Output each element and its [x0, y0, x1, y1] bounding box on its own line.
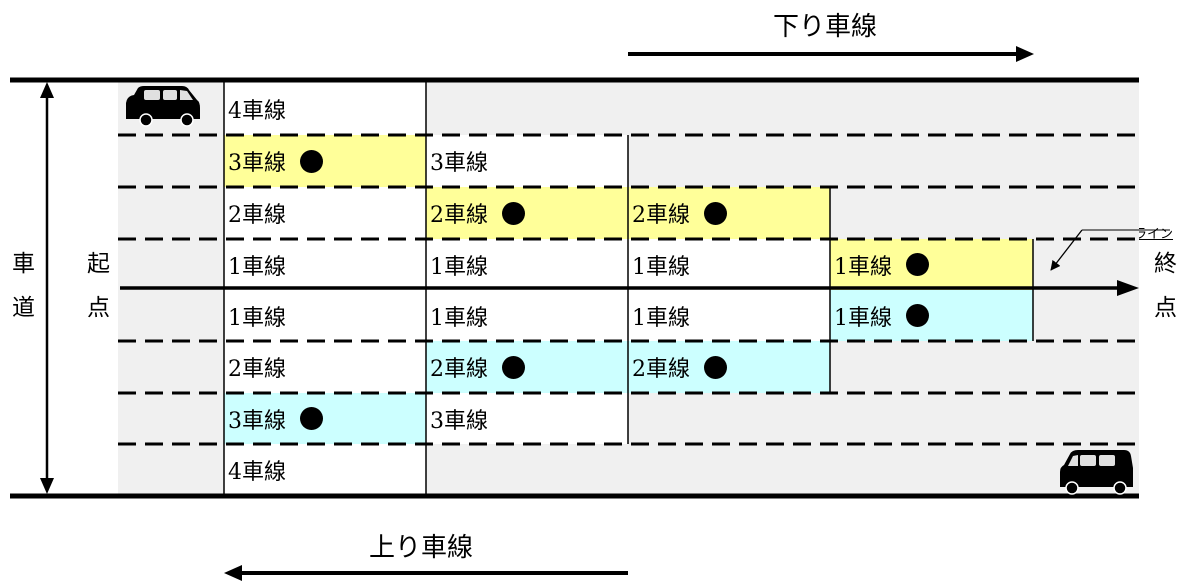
lane-cell-label: 3車線 — [430, 408, 488, 434]
lane-cell-label: 1車線 — [430, 254, 488, 280]
lane-cell-bg — [224, 187, 426, 239]
lane-cell: 1車線 — [628, 290, 830, 341]
lane-cell-label: 2車線 — [228, 357, 286, 382]
lane-cell: 1車線 — [628, 239, 830, 290]
lane-cell-label: 1車線 — [228, 305, 286, 331]
up-direction-arrowhead — [224, 565, 242, 581]
lane-cell-label: 1車線 — [834, 254, 892, 280]
lane-cell: 2車線 — [426, 341, 628, 393]
lane-cell-bg — [628, 187, 830, 239]
lane-cell-bg — [628, 341, 830, 393]
lane-cell: 2車線 — [628, 187, 830, 239]
lane-cell-label: 3車線 — [228, 408, 286, 434]
lane-cell-bg — [426, 393, 628, 444]
marker-dot-icon — [502, 355, 525, 379]
lane-cell-label: 3車線 — [228, 151, 286, 176]
lane-lines — [118, 82, 1139, 496]
lane-cell: 3車線 — [224, 135, 426, 187]
lane-cell-bg — [224, 135, 426, 187]
end-label-1: 終 — [1154, 251, 1177, 277]
lane-cell-bg — [426, 290, 628, 341]
lane-cell-label: 2車線 — [430, 203, 488, 228]
lane-cell-bg — [224, 239, 426, 290]
lane-cell-label: 2車線 — [430, 357, 488, 382]
lane-cell: 2車線 — [224, 187, 426, 239]
up-direction-label: 上り車線 — [369, 533, 474, 563]
lane-cell-bg — [224, 341, 426, 393]
marker-dot-icon — [502, 201, 525, 225]
lane-cell: 1車線 — [830, 239, 1033, 290]
lane-cell: 2車線 — [224, 341, 426, 393]
lane-cell-label: 2車線 — [228, 203, 286, 228]
marker-dot-icon — [906, 253, 929, 276]
lane-cell-label: 4車線 — [228, 98, 286, 124]
lane-cell-bg — [426, 341, 628, 393]
marker-dot-icon — [906, 304, 929, 327]
lane-cell-bg — [628, 290, 830, 341]
road-width-arrow-top — [40, 82, 54, 98]
lane-cell: 4車線 — [224, 82, 426, 135]
marker-dot-icon — [704, 355, 727, 379]
start-label-1: 起 — [87, 251, 110, 277]
lane-cell: 1車線 — [426, 239, 628, 290]
lane-cell-bg — [830, 290, 1033, 341]
road-label-1: 車 — [12, 251, 35, 277]
lane-cell-label: 1車線 — [632, 305, 690, 331]
down-direction-label: 下り車線 — [773, 12, 878, 42]
lane-cell-label: 1車線 — [834, 305, 892, 331]
lane-cell-bg — [426, 239, 628, 290]
lane-cell-bg — [426, 187, 628, 239]
down-direction-arrowhead — [1016, 46, 1034, 62]
lane-cell-bg — [628, 239, 830, 290]
lane-cell: 1車線 — [224, 239, 426, 290]
lane-cell: 1車線 — [224, 290, 426, 341]
lane-cell-bg — [830, 239, 1033, 290]
road-width-arrow-bottom — [40, 478, 54, 494]
lane-cell: 2車線 — [426, 187, 628, 239]
lane-cell-bg — [224, 290, 426, 341]
lane-cell-label: 4車線 — [228, 460, 286, 485]
marker-dot-icon — [300, 149, 323, 173]
center-line-pointer-arrow — [1050, 229, 1083, 271]
lane-cell: 2車線 — [628, 341, 830, 393]
center-line-arrowhead — [1117, 280, 1139, 296]
lane-cell-label: 2車線 — [632, 203, 690, 228]
car-icon — [1060, 450, 1133, 495]
lane-cell-bg — [426, 135, 628, 187]
lane-cells — [224, 82, 1033, 496]
lane-cell: 1車線 — [830, 290, 1033, 341]
lane-cell: 4車線 — [224, 444, 426, 496]
marker-dot-icon — [300, 407, 323, 430]
road-label-2: 道 — [12, 295, 35, 321]
lane-cell: 3車線 — [426, 393, 628, 444]
lane-cell-label: 1車線 — [632, 254, 690, 280]
car-icon — [126, 86, 200, 127]
start-label-2: 点 — [87, 295, 110, 321]
lane-cell-bg — [224, 444, 426, 496]
lane-cell: 3車線 — [426, 135, 628, 187]
lane-cell-bg — [224, 82, 426, 135]
lane-cell: 3車線 — [224, 393, 426, 444]
end-label-2: 点 — [1154, 295, 1177, 321]
lane-cell: 1車線 — [426, 290, 628, 341]
marker-dot-icon — [704, 201, 727, 225]
lane-cell-label: 1車線 — [228, 254, 286, 280]
lane-cell-label: 1車線 — [430, 305, 488, 331]
lane-cell-label: 3車線 — [430, 151, 488, 176]
lane-cell-label: 2車線 — [632, 357, 690, 382]
lane-cell-bg — [224, 393, 426, 444]
